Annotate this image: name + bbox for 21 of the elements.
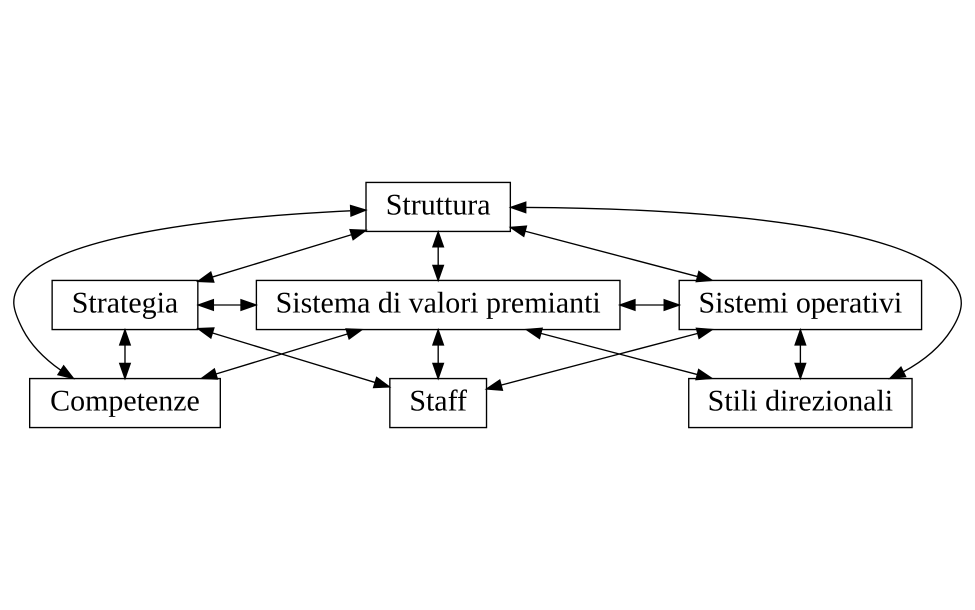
- arrow: [484, 328, 714, 391]
- arrow: [524, 328, 714, 380]
- node-box: Staff: [389, 378, 488, 428]
- arrow: [13, 204, 368, 380]
- node-box: Struttura: [365, 182, 512, 232]
- node-box: Competenze: [29, 378, 221, 428]
- arrow: [200, 328, 364, 380]
- node-box: Strategia: [51, 280, 199, 330]
- arrow: [196, 228, 368, 283]
- arrow: [196, 298, 258, 312]
- arrow: [118, 328, 132, 380]
- node-box: Sistemi operativi: [678, 280, 922, 330]
- arrow: [432, 230, 444, 282]
- arrow: [508, 225, 714, 282]
- arrow: [196, 327, 392, 388]
- node-box: Sistema di valori premianti: [256, 280, 621, 330]
- arrow: [618, 298, 682, 312]
- arrow: [508, 201, 962, 380]
- node-box: Stili direzionali: [688, 378, 913, 428]
- arrow: [794, 328, 807, 380]
- arrow: [432, 328, 444, 380]
